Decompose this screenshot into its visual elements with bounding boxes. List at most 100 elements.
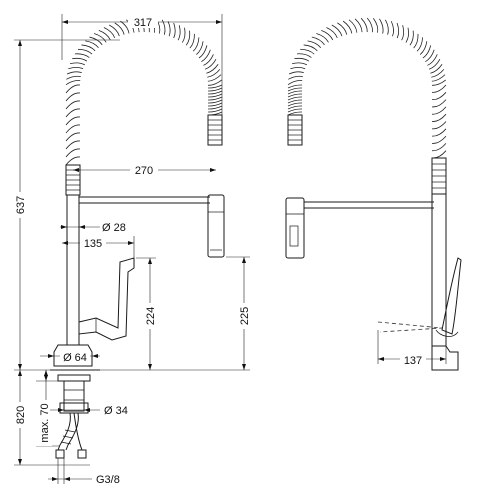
right-sleeve-grooves: [208, 119, 222, 141]
spring-coil-turn: [207, 108, 223, 113]
side-spray-button: [289, 225, 299, 247]
faucet-base: [53, 344, 93, 367]
spring-coil-turn: [396, 22, 400, 39]
spring-coil-turn: [196, 41, 204, 55]
spring-coil-turn: [405, 27, 409, 43]
dim-label-317: 317: [134, 17, 152, 29]
spring-coil-turn: [307, 40, 322, 49]
spring-coil-turn: [366, 17, 373, 33]
spring-coil-turn: [431, 84, 447, 93]
hose-fitting-right: [77, 449, 87, 459]
spring-coil-turn: [201, 49, 211, 62]
spring-coil-turn: [431, 106, 447, 115]
spring-coil-turn: [65, 132, 81, 142]
arrow-137-l: [378, 357, 384, 361]
spring-coil-turn: [181, 27, 186, 43]
bg-820: [11, 402, 27, 428]
spring-coil-turn: [431, 128, 447, 137]
side-left-sleeve-grooves: [288, 119, 302, 141]
arrow-137-r: [440, 357, 446, 361]
spring-coil-turn: [409, 30, 414, 46]
spring-coil-front: [65, 17, 223, 166]
side-column: [431, 193, 447, 347]
spring-coil-turn: [109, 24, 120, 37]
spring-coil-turn: [98, 29, 111, 41]
bg-637: [11, 192, 27, 218]
spring-coil-turn: [431, 74, 446, 82]
spring-coil-turn: [431, 150, 447, 159]
spring-coil-turn: [287, 96, 303, 101]
spring-coil-turn: [207, 69, 221, 78]
spring-coil-turn: [204, 59, 217, 70]
arrow-317-l: [62, 20, 68, 24]
spring-coil-turn: [198, 45, 208, 59]
spring-coil-turn: [207, 90, 223, 95]
spring-coil-turn: [72, 57, 88, 62]
front-view: 317 270 Ø 28 135 224 225: [11, 14, 251, 486]
bg-225: [235, 303, 251, 329]
bg-224: [141, 303, 157, 329]
spring-coil-turn: [161, 19, 166, 35]
spring-coil-turn: [203, 54, 214, 66]
spring-coil-turn: [300, 48, 315, 55]
mounting-nut: [57, 374, 91, 382]
arrow-224-t: [148, 258, 152, 264]
spring-coil-turn: [69, 62, 86, 66]
spring-coil-turn: [185, 30, 191, 46]
spring-coil-turn: [287, 84, 303, 89]
supply-hose-left-outer: [65, 412, 79, 451]
dim-label-max70: max. 70: [39, 403, 51, 442]
spring-coil-turn: [348, 19, 358, 33]
spring-coil-turn: [321, 29, 334, 41]
spring-coil-turn: [431, 92, 447, 101]
spring-coil-turn: [65, 140, 81, 150]
spring-coil-turn: [422, 45, 432, 59]
spring-coil-turn: [431, 135, 447, 144]
bg-max70: [36, 400, 52, 446]
hose-braid: [60, 429, 76, 445]
arrow-637-t: [18, 40, 22, 46]
spring-coil-turn: [287, 111, 303, 116]
spring-coil-turn: [287, 102, 303, 107]
arrow-d28-r: [79, 225, 85, 229]
side-spray-head: [285, 197, 305, 259]
spring-coil-turn: [65, 80, 81, 86]
side-lever-curve: [435, 329, 459, 337]
bg-270: [130, 163, 158, 177]
bg-137: [400, 352, 426, 366]
spring-coil-side: [287, 17, 447, 159]
spring-coil-turn: [297, 53, 312, 58]
spring-coil-turn: [65, 124, 81, 134]
arrow-225-b: [242, 364, 246, 370]
spray-head: [207, 194, 225, 258]
spring-coil-turn: [207, 84, 223, 89]
spring-coil-turn: [177, 25, 181, 41]
arrow-70-t: [44, 370, 48, 376]
spring-coil-turn: [431, 99, 447, 108]
arrow-135-r: [128, 241, 134, 245]
dim-label-224: 224: [145, 307, 157, 325]
spring-coil-turn: [173, 22, 176, 39]
arrow-317-r: [216, 20, 222, 24]
spring-coil-turn: [192, 37, 200, 52]
arrow-d64-l: [48, 354, 54, 358]
spring-coil-turn: [390, 21, 394, 37]
spring-coil-turn: [207, 99, 223, 104]
arrow-270-r: [210, 168, 216, 172]
spring-coil-turn: [66, 71, 82, 75]
bg-317: [128, 14, 158, 28]
spring-coil-turn: [65, 108, 81, 118]
spring-coil-turn: [66, 75, 81, 80]
supply-hose-right: [73, 412, 83, 451]
spring-coil-turn: [65, 92, 81, 102]
dim-label-637: 637: [15, 196, 27, 214]
spring-coil-turn: [287, 93, 303, 98]
arrow-d28-l: [61, 225, 67, 229]
spring-coil-turn: [432, 79, 447, 86]
spring-coil-turn: [207, 79, 223, 86]
spring-coil-turn: [416, 37, 423, 52]
dim-label-d28: Ø 28: [102, 222, 126, 234]
supply-hose-left: [57, 412, 71, 451]
arrow-70-b: [44, 375, 48, 381]
lever-handle: [78, 257, 135, 341]
